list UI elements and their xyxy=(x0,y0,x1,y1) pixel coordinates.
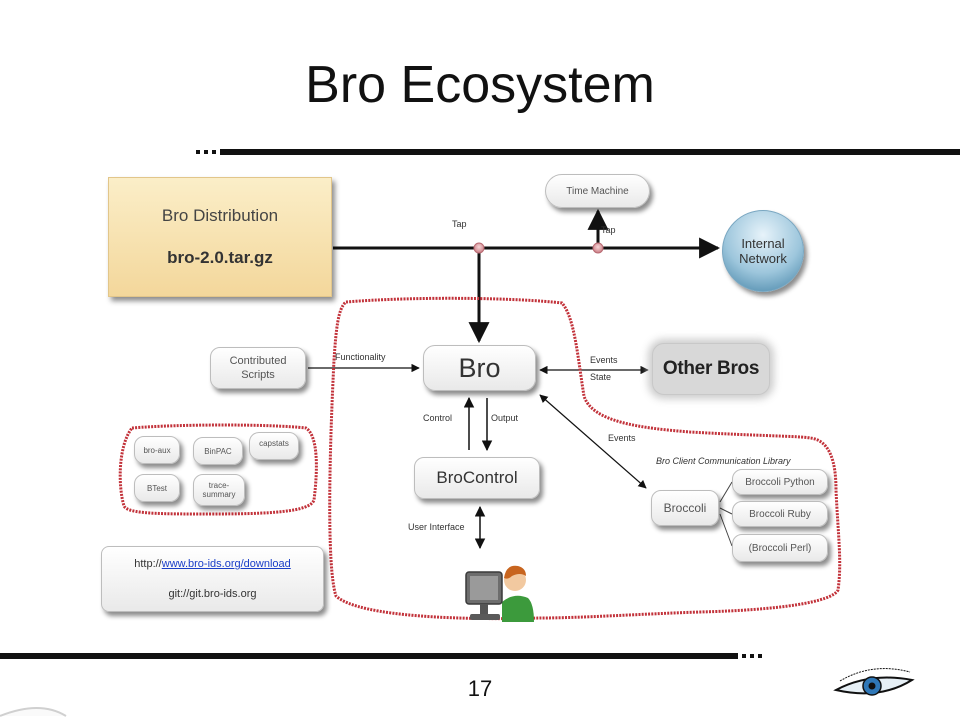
other-bros-label: Other Bros xyxy=(662,358,760,379)
user-at-computer-icon xyxy=(465,565,534,622)
bro-label: Bro xyxy=(458,352,501,383)
tool-trace-summary-label-1: trace- xyxy=(208,481,230,490)
user-interface-label: User Interface xyxy=(408,522,465,532)
tool-capstats-label: capstats xyxy=(259,439,289,448)
download-prefix: http:// xyxy=(134,558,162,570)
bro-distribution-box: Bro Distribution bro-2.0.tar.gz xyxy=(108,177,332,297)
corner-decoration xyxy=(0,707,67,717)
tool-bro-aux-label: bro-aux xyxy=(143,445,171,455)
broccoli-label: Broccoli xyxy=(663,501,707,515)
download-link[interactable]: www.bro-ids.org/download xyxy=(161,558,291,570)
brocontrol-node: BroControl xyxy=(414,457,540,499)
time-machine-label: Time Machine xyxy=(566,185,629,197)
distribution-file: bro-2.0.tar.gz xyxy=(167,248,273,267)
contributed-label-2: Scripts xyxy=(241,369,275,381)
tool-capstats: capstats xyxy=(249,432,299,460)
tool-btest-label: BTest xyxy=(146,483,167,493)
broccoli-to-ruby-line xyxy=(719,507,733,515)
tools-outline xyxy=(118,423,318,516)
broccoli-to-python-line xyxy=(719,481,733,503)
download-line: http://www.bro-ids.org/download xyxy=(134,558,291,570)
internal-network-label-1: Internal xyxy=(741,236,785,251)
bro-eye-logo-icon xyxy=(833,668,915,696)
other-bros-node: Other Bros xyxy=(652,343,770,395)
contributed-scripts-node: Contributed Scripts xyxy=(210,347,306,389)
tap-point-right xyxy=(592,242,604,254)
events-label-top: Events xyxy=(590,355,618,365)
state-label: State xyxy=(590,372,612,382)
tap-label-right: Tap xyxy=(601,225,616,235)
output-label: Output xyxy=(491,413,519,423)
tool-trace-summary-label-2: summary xyxy=(202,490,236,499)
tool-binpac: BinPAC xyxy=(193,437,243,465)
tool-btest: BTest xyxy=(134,474,180,502)
brocontrol-label: BroControl xyxy=(436,468,518,487)
download-links-box: http://www.bro-ids.org/download git://gi… xyxy=(101,546,324,612)
broccoli-ruby-label: Broccoli Ruby xyxy=(749,508,811,520)
broccoli-python-label: Broccoli Python xyxy=(745,476,815,488)
broccoli-python-node: Broccoli Python xyxy=(732,469,828,495)
slide-title: Bro Ecosystem xyxy=(305,56,655,114)
top-separator xyxy=(196,149,960,155)
tap-point-left xyxy=(473,242,485,254)
tool-bro-aux: bro-aux xyxy=(134,436,180,464)
bottom-separator xyxy=(0,653,762,659)
events-broccoli-arrow xyxy=(539,394,647,489)
broccoli-ruby-node: Broccoli Ruby xyxy=(732,501,828,527)
control-label: Control xyxy=(423,413,453,423)
contributed-label-1: Contributed xyxy=(229,355,287,367)
tool-trace-summary: trace- summary xyxy=(193,474,245,506)
internal-network-node: Internal Network xyxy=(722,210,804,292)
broccoli-to-perl-line xyxy=(719,513,733,547)
broccoli-perl-label: (Broccoli Perl) xyxy=(748,542,812,554)
distribution-name: Bro Distribution xyxy=(161,206,279,225)
functionality-label: Functionality xyxy=(335,352,386,362)
tap-label-left: Tap xyxy=(452,219,467,229)
bccl-label: Bro Client Communication Library xyxy=(656,456,791,466)
bro-node: Bro xyxy=(423,345,536,391)
git-url: git://git.bro-ids.org xyxy=(168,588,257,600)
events-label-lower: Events xyxy=(608,433,636,443)
tool-binpac-label: BinPAC xyxy=(204,446,232,456)
broccoli-perl-node: (Broccoli Perl) xyxy=(732,534,828,562)
bro-core-outline xyxy=(328,296,842,621)
broccoli-node: Broccoli xyxy=(651,490,719,526)
time-machine-node: Time Machine xyxy=(545,174,650,208)
internal-network-label-2: Network xyxy=(739,251,787,266)
page-number: 17 xyxy=(467,676,493,701)
